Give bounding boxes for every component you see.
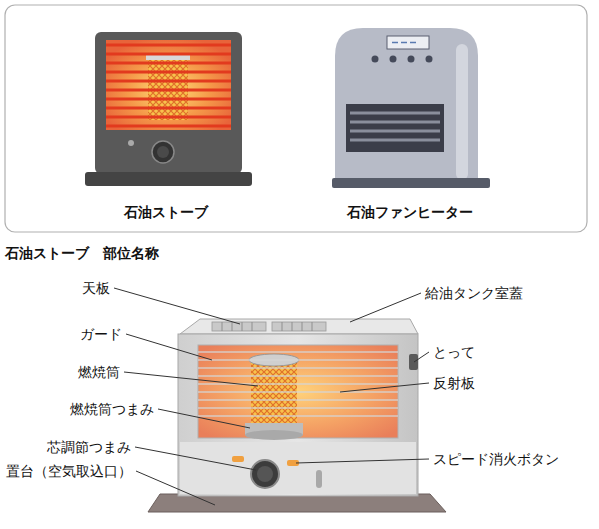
fan-heater-icon (332, 28, 490, 188)
stove-icon (85, 32, 252, 186)
part-label: 反射板 (433, 375, 475, 392)
leader-line (136, 471, 215, 505)
part-label: とって (433, 344, 475, 361)
stove-illustration (148, 319, 446, 512)
part-label: ガード (80, 326, 122, 343)
part-label: 天板 (82, 280, 110, 297)
leader-line (350, 293, 421, 322)
caption-label: 石油ファンヒーター (347, 204, 473, 221)
part-label: 芯調節つまみ (47, 439, 131, 456)
leader-line (124, 372, 258, 386)
part-label: スピード消火ボタン (433, 451, 559, 468)
leader-line (114, 288, 240, 324)
leader-lines (114, 288, 429, 505)
leader-line (135, 447, 256, 470)
leader-line (126, 334, 212, 360)
part-label: 燃焼筒つまみ (70, 401, 154, 418)
section-title: 石油ストーブ 部位名称 (5, 245, 159, 262)
panel-frame (5, 5, 587, 232)
part-label: 燃焼筒 (78, 364, 120, 381)
leader-line (296, 459, 429, 463)
leader-line (158, 409, 250, 428)
part-label: 給油タンク室蓋 (425, 285, 523, 302)
leader-line (340, 383, 429, 392)
caption-label: 石油ストーブ (124, 204, 208, 221)
part-label: 置台（空気取込口） (6, 463, 132, 480)
leader-line (414, 352, 429, 362)
